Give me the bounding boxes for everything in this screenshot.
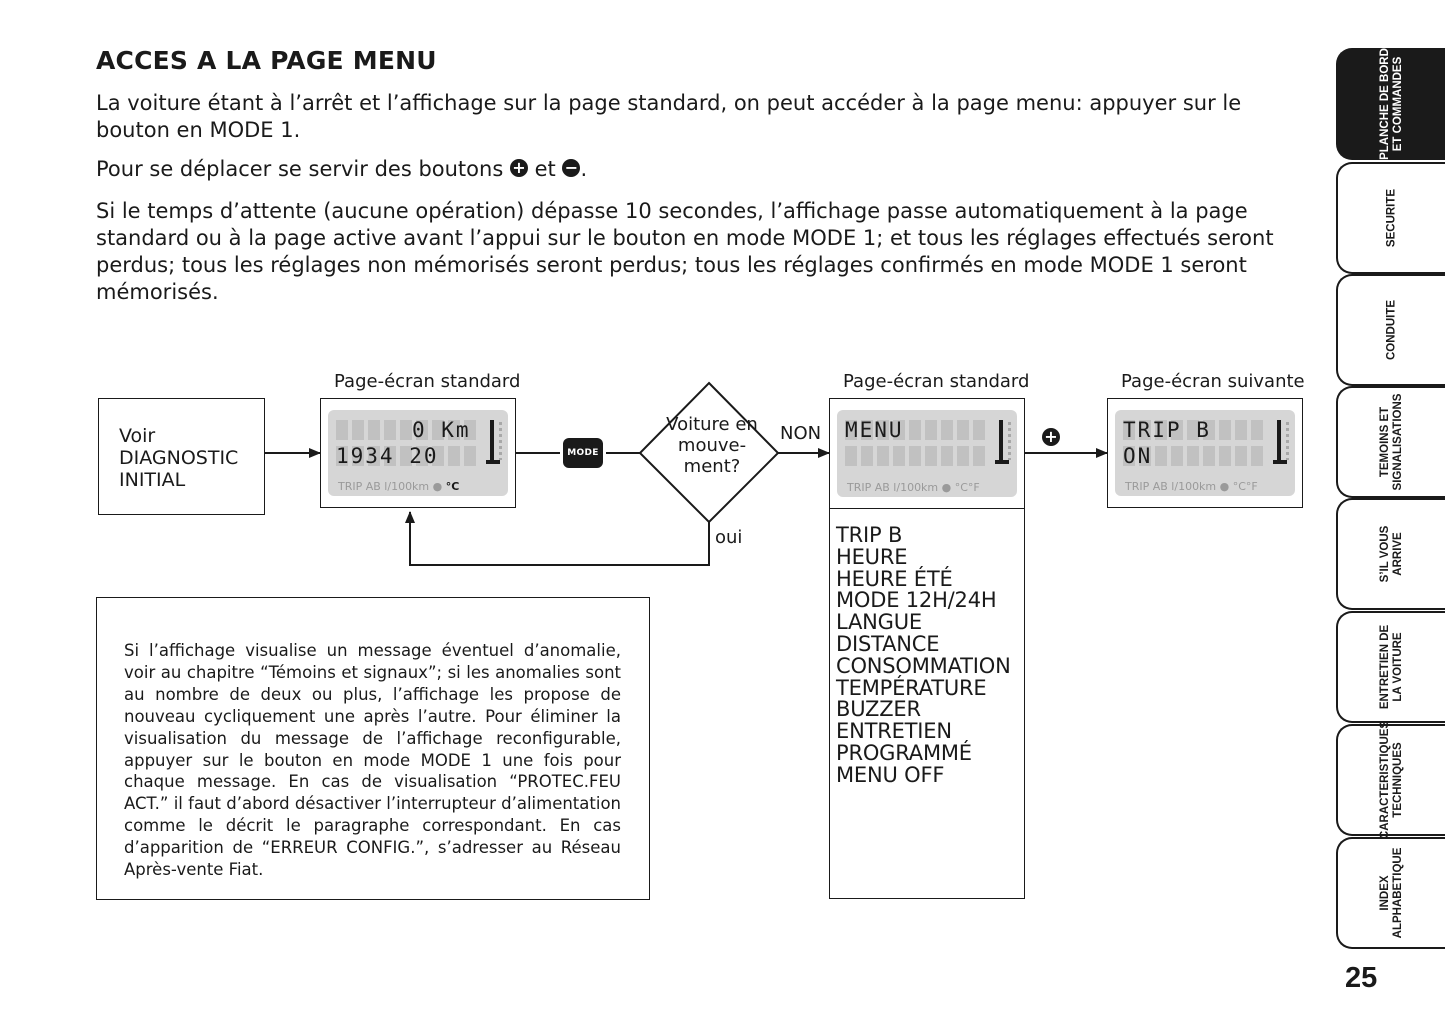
diagnostic-line-2: DIAGNOSTIC <box>119 447 239 469</box>
diagnostic-line-1: Voir <box>119 425 156 447</box>
tab-entretien[interactable]: ENTRETIEN DE LA VOITURE <box>1336 611 1445 723</box>
intro-paragraph: La voiture étant à l’arrêt et l’affichag… <box>96 91 1242 142</box>
screen1-line1: 0 Km <box>412 418 471 442</box>
screen1-label: Page-écran standard <box>334 371 521 392</box>
screen2-display: MENU TRIP AB l/100km ● °C°F <box>829 398 1025 509</box>
menu-item: TEMPÉRATURE <box>836 675 987 700</box>
screen1-lcd: 0 Km 1934 20 TRIP AB l/100km ● °C <box>328 410 508 496</box>
tab-label: INDEX ALPHABETIQUE <box>1378 847 1404 939</box>
screen1-units: TRIP AB l/100km ● °C <box>338 480 460 493</box>
menu-item: HEURE ÉTÉ <box>836 566 953 591</box>
anomaly-note-text: Si l’affichage visualise un message éven… <box>124 641 621 880</box>
arrow-yes-back-to-screen1 <box>405 511 710 566</box>
tab-label: CARACTERISTIQUES TECHNIQUES <box>1378 720 1404 840</box>
page-number: 25 <box>1345 962 1378 994</box>
menu-item: PROGRAMMÉ <box>836 740 972 765</box>
minus-button-icon: − <box>562 159 581 177</box>
navigation-text-start: Pour se déplacer se servir des boutons <box>96 157 510 181</box>
menu-options-list: TRIP B HEURE HEURE ÉTÉ MODE 12H/24H LANG… <box>829 508 1025 899</box>
screen3-line1: TRIP B <box>1123 418 1211 442</box>
tab-label: PLANCHE DE BORD ET COMMANDES <box>1378 48 1404 160</box>
page-title: ACCES A LA PAGE MENU <box>96 46 437 75</box>
tab-label: SECURITE <box>1385 188 1397 248</box>
tab-label: S’IL VOUS ARRIVE <box>1378 525 1404 583</box>
plus-button-icon: + <box>1042 428 1060 446</box>
menu-item: TRIP B <box>836 523 903 547</box>
menu-item: ENTRETIEN <box>836 719 952 744</box>
menu-item: MODE 12H/24H <box>836 588 997 613</box>
screen1-line2: 1934 20 <box>336 444 439 468</box>
tab-temoins[interactable]: TEMOINS ET SIGNALISATIONS <box>1336 386 1445 498</box>
screen3-line2: ON <box>1123 444 1153 468</box>
tab-planche-de-bord[interactable]: PLANCHE DE BORD ET COMMANDES <box>1336 48 1445 160</box>
navigation-text-end: . <box>580 157 588 181</box>
tab-sil-vous-arrive[interactable]: S’IL VOUS ARRIVE <box>1336 498 1445 610</box>
tab-label: CONDUITE <box>1385 299 1397 361</box>
navigation-paragraph: Pour se déplacer se servir des boutons +… <box>96 156 1308 183</box>
menu-item: HEURE <box>836 544 908 569</box>
mode-1-button-icon: MODE 1 <box>563 438 603 488</box>
tab-caracteristiques[interactable]: CARACTERISTIQUES TECHNIQUES <box>1336 720 1445 840</box>
screen2-label: Page-écran standard <box>843 371 1030 392</box>
menu-item: LANGUE <box>836 610 922 635</box>
diagnostic-line-3: INITIAL <box>119 469 186 491</box>
tab-index[interactable]: INDEX ALPHABETIQUE <box>1336 837 1445 949</box>
screen2-line1: MENU <box>845 418 904 442</box>
tab-label: TEMOINS ET SIGNALISATIONS <box>1378 393 1404 491</box>
plus-button-icon: + <box>509 159 528 177</box>
menu-item: DISTANCE <box>836 631 940 656</box>
timeout-paragraph: Si le temps d’attente (aucune opération)… <box>96 199 1274 304</box>
tab-conduite[interactable]: CONDUITE <box>1336 274 1445 386</box>
diagnostic-box: Voir DIAGNOSTIC INITIAL <box>98 398 265 515</box>
screen3-label: Page-écran suivante <box>1121 371 1305 392</box>
tab-label: ENTRETIEN DE LA VOITURE <box>1378 624 1404 710</box>
screen3-display: TRIP B ON TRIP AB l/100km ● °C°F <box>1107 398 1303 508</box>
menu-item: CONSOMMATION <box>836 653 1011 678</box>
tab-securite[interactable]: SECURITE <box>1336 162 1445 274</box>
yes-label: oui <box>715 527 743 548</box>
no-label: NON <box>780 423 822 444</box>
screen3-lcd: TRIP B ON TRIP AB l/100km ● °C°F <box>1115 410 1295 496</box>
screen1-display: 0 Km 1934 20 TRIP AB l/100km ● °C <box>320 398 516 508</box>
decision-text: Voiture en mouve-ment? <box>666 414 758 477</box>
anomaly-note-box: Si l’affichage visualise un message éven… <box>96 597 650 900</box>
menu-item: MENU OFF <box>836 762 945 787</box>
screen3-units: TRIP AB l/100km ● °C°F <box>1125 480 1258 493</box>
navigation-text-mid: et <box>527 157 563 181</box>
menu-item: BUZZER <box>836 697 921 722</box>
screen2-units: TRIP AB l/100km ● °C°F <box>847 481 980 494</box>
screen2-lcd: MENU TRIP AB l/100km ● °C°F <box>837 410 1017 497</box>
